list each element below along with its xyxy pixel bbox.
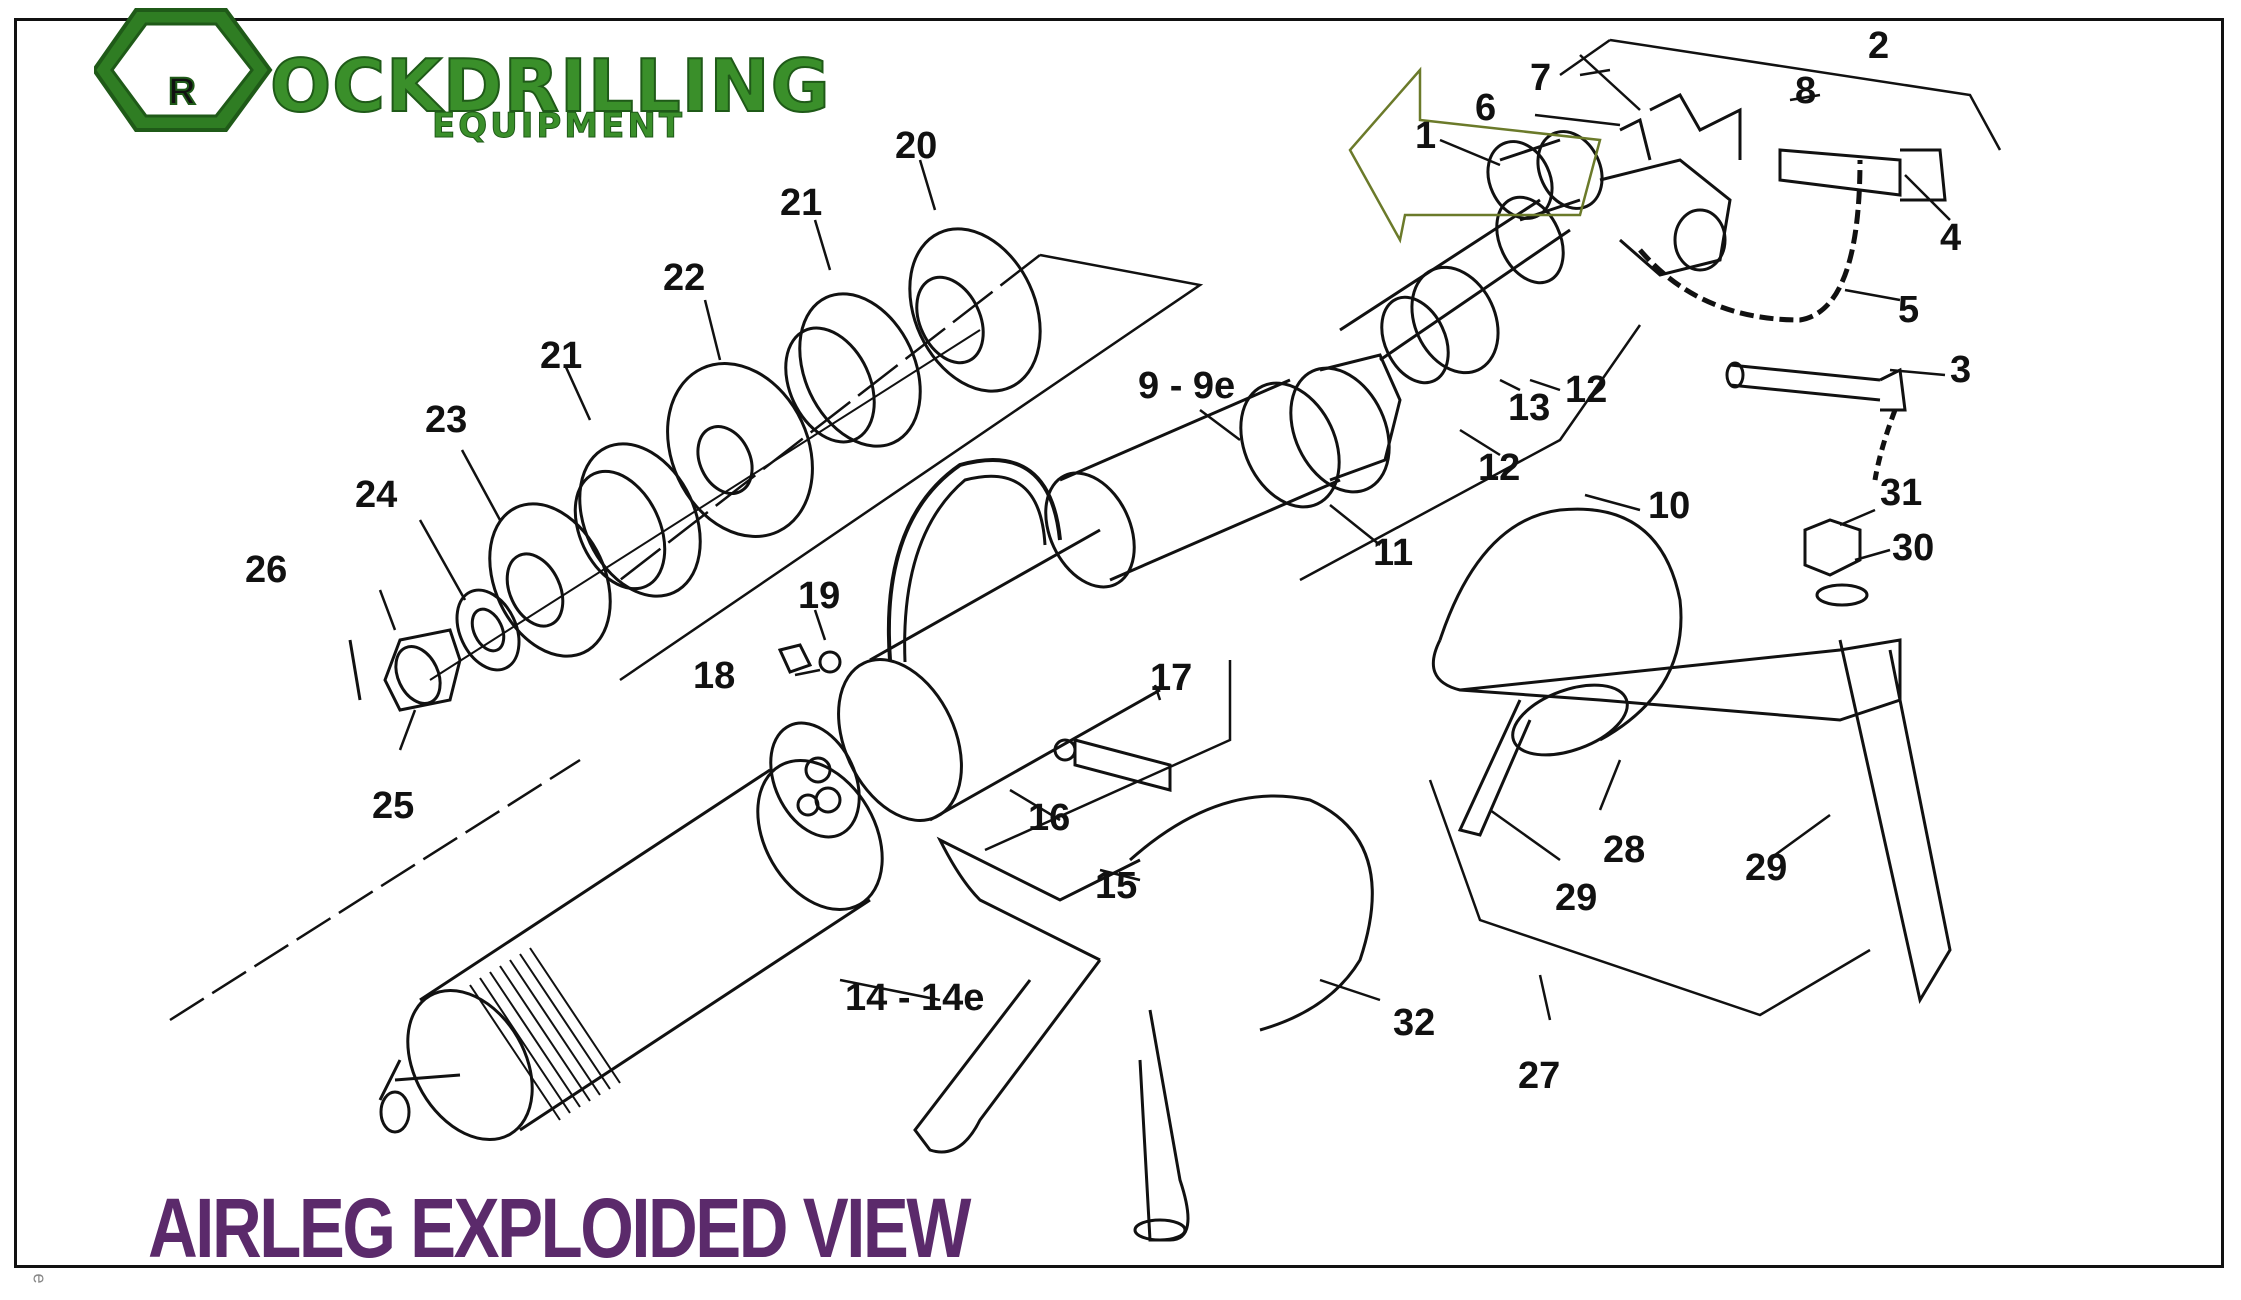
callout-31: 31 (1880, 472, 1922, 514)
callout-27: 27 (1518, 1055, 1560, 1097)
callout-23: 23 (425, 399, 467, 441)
callout-12b: 12 (1478, 447, 1520, 489)
callout-17: 17 (1150, 657, 1192, 699)
callout-5: 5 (1898, 289, 1919, 331)
callout-6: 6 (1475, 87, 1496, 129)
bracket-lines (169, 38, 2002, 1022)
logo-main-text: OCKDRILLING (269, 43, 831, 129)
callout-13: 13 (1508, 387, 1550, 429)
callout-9: 9 - 9e (1138, 365, 1235, 407)
direction-arrow (1348, 66, 1602, 244)
body-16 (769, 458, 1161, 839)
callout-16: 16 (1028, 797, 1070, 839)
nut-washer (1803, 518, 1869, 607)
callout-32: 32 (1393, 1002, 1435, 1044)
inner-tube-9 (1044, 378, 1341, 589)
callout-21a: 21 (780, 182, 822, 224)
callout-19: 19 (798, 575, 840, 617)
foot-assembly-27 (1431, 507, 1952, 1004)
callout-4: 4 (1940, 217, 1961, 259)
callout-22: 22 (663, 257, 705, 299)
callout-7: 7 (1530, 57, 1551, 99)
thread-lines (469, 947, 621, 1121)
callout-25: 25 (372, 785, 414, 827)
callout-15: 15 (1095, 865, 1137, 907)
leader-lines (378, 54, 1951, 1021)
callout-29a: 29 (1555, 877, 1597, 919)
diagram-title: AIRLEG EXPLOIDED VIEW (148, 1181, 971, 1275)
outer-tube-14 (378, 758, 884, 1142)
callout-30: 30 (1892, 527, 1934, 569)
callout-21b: 21 (540, 335, 582, 377)
callout-11: 11 (1373, 532, 1413, 574)
callout-26: 26 (245, 549, 287, 591)
callout-3: 3 (1950, 349, 1971, 391)
logo-sub-text: EQUIPMENT (431, 106, 686, 147)
callout-18: 18 (693, 655, 735, 697)
callout-1: 1 (1415, 115, 1436, 157)
callout-12a: 12 (1565, 369, 1607, 411)
callout-14: 14 - 14e (845, 977, 984, 1019)
seal-stack (348, 227, 1042, 712)
callout-8: 8 (1795, 70, 1816, 112)
side-mark: e (29, 1273, 50, 1284)
callout-2: 2 (1868, 25, 1889, 67)
small-bolts (777, 643, 1172, 792)
company-logo: R OCKDRILLING EQUIPMENT (91, 6, 831, 147)
pin-and-chain (1638, 148, 1947, 481)
callout-10: 10 (1648, 485, 1690, 527)
callout-24: 24 (355, 474, 397, 516)
front-fitting (1289, 93, 1742, 494)
callout-28: 28 (1603, 829, 1645, 871)
callout-labels: 1 2 3 4 5 6 7 8 9 - 9e 10 11 12 12 13 14… (245, 25, 1971, 1097)
callout-29b: 29 (1745, 847, 1787, 889)
svg-text:R: R (168, 71, 195, 113)
nozzle-32 (913, 794, 1374, 1242)
callout-20: 20 (895, 125, 937, 167)
diagram-border (14, 18, 2224, 1268)
hexagon-logo-icon: R (91, 8, 273, 132)
